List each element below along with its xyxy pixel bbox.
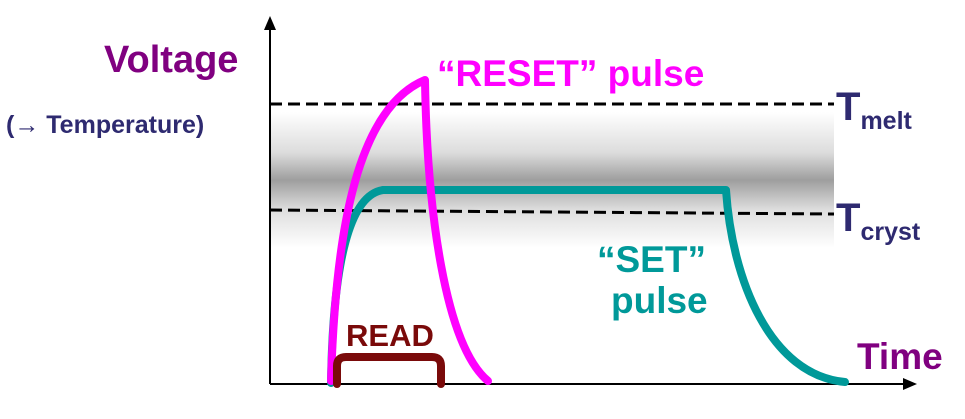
t-melt-subscript: melt [860,107,912,135]
y-axis-arrowhead [264,16,276,30]
temperature-band [270,112,834,248]
t-melt-symbol: T [836,85,860,129]
set-pulse-label-line2: pulse [611,280,708,321]
t-cryst-symbol: T [836,196,860,240]
reset-pulse-curve [327,76,492,385]
t-cryst-label: Tcryst [836,196,921,246]
t-melt-label: Tmelt [836,85,913,135]
y-axis-label: Voltage [104,39,238,81]
x-axis-arrowhead [903,378,917,390]
read-pulse-shape [333,353,445,388]
t-cryst-subscript: cryst [860,218,920,246]
reset-pulse-label: “RESET” pulse [437,53,704,94]
y-axis-sublabel: (→ Temperature) [6,111,204,139]
x-axis-label: Time [857,336,943,377]
read-pulse-label: READ [346,318,434,353]
t-cryst-dashed-line [269,208,835,216]
set-pulse-label-line1: “SET” [597,239,706,280]
